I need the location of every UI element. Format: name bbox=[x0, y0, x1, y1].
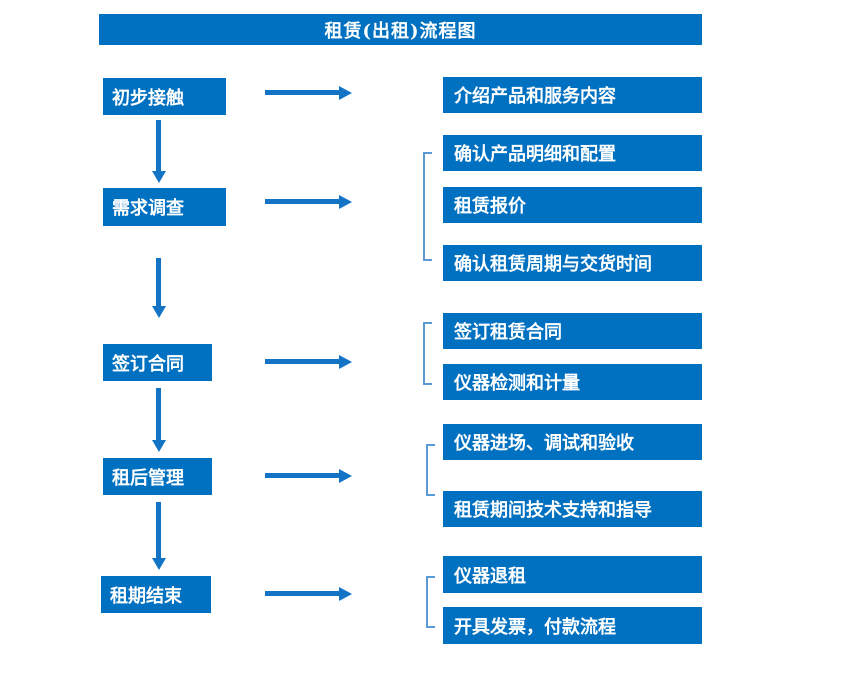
detail-box-instrument-return: 仪器退租 bbox=[443, 556, 702, 593]
right-arrow-icon bbox=[265, 473, 339, 478]
detail-box-confirm-product-details: 确认产品明细和配置 bbox=[443, 135, 702, 171]
group-bracket bbox=[426, 576, 435, 628]
step-box-demand-survey: 需求调查 bbox=[103, 188, 226, 226]
step-box-rental-end: 租期结束 bbox=[101, 576, 211, 613]
group-bracket bbox=[426, 444, 435, 496]
down-arrow-icon bbox=[156, 120, 161, 171]
detail-box-introduce-products: 介绍产品和服务内容 bbox=[443, 77, 702, 113]
detail-box-instrument-testing: 仪器检测和计量 bbox=[443, 364, 702, 400]
right-arrow-icon bbox=[265, 591, 339, 596]
down-arrow-icon bbox=[156, 388, 161, 440]
right-arrow-icon bbox=[265, 90, 339, 95]
down-arrow-icon bbox=[156, 258, 161, 306]
right-arrow-icon bbox=[265, 359, 339, 364]
down-arrow-icon bbox=[156, 502, 161, 558]
group-bracket bbox=[423, 322, 432, 385]
detail-box-confirm-rental-period: 确认租赁周期与交货时间 bbox=[443, 245, 702, 281]
step-box-sign-contract: 签订合同 bbox=[103, 344, 212, 381]
detail-box-invoice-payment: 开具发票，付款流程 bbox=[443, 607, 702, 644]
right-arrow-icon bbox=[265, 199, 339, 204]
detail-box-sign-rental-contract: 签订租赁合同 bbox=[443, 313, 702, 349]
detail-box-rental-quotation: 租赁报价 bbox=[443, 187, 702, 223]
step-box-initial-contact: 初步接触 bbox=[103, 78, 226, 115]
step-box-post-rental-management: 租后管理 bbox=[103, 458, 212, 495]
diagram-title: 租赁(出租)流程图 bbox=[99, 14, 702, 45]
group-bracket bbox=[423, 152, 432, 261]
detail-box-instrument-setup-acceptance: 仪器进场、调试和验收 bbox=[443, 424, 702, 460]
detail-box-technical-support: 租赁期间技术支持和指导 bbox=[443, 491, 702, 527]
